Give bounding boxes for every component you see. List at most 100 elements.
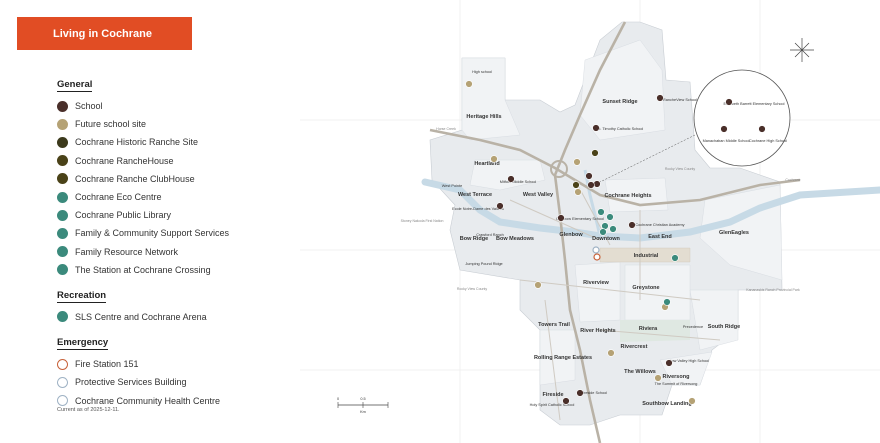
school-icon[interactable] — [592, 124, 600, 132]
ranchehouse-icon — [57, 155, 68, 167]
future-school-icon[interactable] — [465, 80, 473, 88]
fcss-icon — [57, 227, 68, 239]
map-label: South Ridge — [708, 324, 740, 330]
school-icon[interactable] — [557, 214, 565, 222]
eco-centre-icon — [57, 191, 68, 203]
future-school-icon[interactable] — [654, 374, 662, 382]
map-label: Rivercrest — [621, 344, 648, 350]
clubhouse-icon — [57, 173, 68, 185]
map-label: West Terrace — [458, 192, 492, 198]
eco-centre-icon[interactable] — [597, 208, 605, 216]
legend-item-label: The Station at Cochrane Crossing — [75, 264, 211, 275]
legend-item-clubhouse: Cochrane Ranche ClubHouse — [57, 170, 317, 188]
arena-icon[interactable] — [663, 298, 671, 306]
map-label: Heartland — [474, 161, 499, 167]
info-icon[interactable] — [599, 228, 607, 236]
map-label: Rocky View County — [457, 287, 488, 291]
legend-item-label: Family Resource Network — [75, 246, 179, 257]
legend-item-fire-station: Fire Station 151 — [57, 355, 317, 373]
info-icon — [57, 264, 68, 276]
legend-item-family-resource: Family Resource Network — [57, 243, 317, 261]
school-icon[interactable] — [507, 175, 515, 183]
creek — [583, 169, 602, 237]
protective-services-icon[interactable] — [592, 246, 600, 254]
map-label: Riviera — [639, 326, 658, 332]
clubhouse-icon[interactable] — [572, 181, 580, 189]
fire-station-icon[interactable] — [593, 253, 601, 261]
map-label: Cochrane — [785, 178, 800, 182]
school-icon — [57, 100, 68, 112]
north-arrow — [790, 38, 814, 62]
fire-station-icon — [57, 358, 68, 370]
map-label: Riverview — [583, 280, 609, 286]
family-resource-icon — [57, 246, 68, 258]
map-label: Bow Meadows — [496, 236, 534, 242]
map-label: RancheView School — [663, 98, 697, 102]
legend-item-label: Future school site — [75, 119, 147, 130]
future-school-icon[interactable] — [688, 397, 696, 405]
map-label: High school — [472, 70, 492, 74]
school-icon[interactable] — [496, 202, 504, 210]
library-icon[interactable] — [606, 213, 614, 221]
ranchehouse-icon[interactable] — [591, 149, 599, 157]
legend-item-health-centre: Cochrane Community Health Centre — [57, 391, 317, 409]
future-school-icon[interactable] — [574, 188, 582, 196]
school-icon[interactable] — [585, 172, 593, 180]
map-label: Glenbow — [559, 232, 583, 238]
map-label: Cochrane Heights — [604, 193, 651, 199]
map-label: Cochrane Christian Academy — [635, 223, 684, 227]
map-label: Stoney Nakoda First Nation — [401, 219, 444, 223]
legend-heading-recreation: Recreation — [57, 289, 107, 303]
legend-item-protective-services: Protective Services Building — [57, 373, 317, 391]
legend-item-fcss: Family & Community Support Services — [57, 224, 317, 242]
future-school-icon[interactable] — [490, 155, 498, 163]
arena-icon[interactable] — [671, 254, 679, 262]
legend-item-info: The Station at Cochrane Crossing — [57, 261, 317, 279]
legend-heading-general: General — [57, 79, 93, 92]
map-label: Fireside School — [581, 391, 607, 395]
map-label: Greystone — [632, 285, 659, 291]
map-label: Sunset Ridge — [602, 99, 637, 105]
school-icon[interactable] — [576, 389, 584, 397]
school-icon[interactable] — [587, 181, 595, 189]
future-school-icon[interactable] — [534, 281, 542, 289]
downtown-inset-circle — [693, 69, 791, 167]
map-label: Bow Valley High School — [669, 359, 709, 363]
arena-icon — [57, 311, 68, 323]
map-label: Industrial — [634, 253, 659, 259]
school-icon[interactable] — [562, 397, 570, 405]
school-icon[interactable] — [656, 94, 664, 102]
school-icon[interactable] — [665, 359, 673, 367]
map-label: East End — [648, 234, 672, 240]
school-icon[interactable] — [593, 180, 601, 188]
family-resource-icon[interactable] — [609, 225, 617, 233]
map-label: Crawford Ranch — [476, 233, 503, 237]
map-label: Riversong — [663, 374, 690, 380]
legend-item-label: Protective Services Building — [75, 377, 187, 388]
future-school-icon[interactable] — [573, 158, 581, 166]
historic-ranche-icon — [57, 136, 68, 148]
map-label: Bow Ridge — [460, 236, 488, 242]
scale-label-zero: 0 — [337, 397, 339, 401]
map-label: Downtown — [592, 236, 620, 242]
page-title: Living in Cochrane — [17, 17, 192, 50]
legend-item-label: School — [75, 101, 103, 112]
school-icon[interactable] — [725, 98, 733, 106]
future-school-icon[interactable] — [607, 349, 615, 357]
scale-label-mid: 0.5 — [360, 397, 365, 401]
map-label: Fireside — [542, 392, 563, 398]
legend-heading-emergency: Emergency — [57, 337, 109, 351]
map-label: Elizabeth Barrett Elementary School — [724, 102, 785, 106]
map-markers — [465, 80, 766, 405]
health-centre-icon — [57, 395, 68, 407]
map-label: Cochrane High School — [749, 139, 787, 143]
map-label: Kananaskis Ranch Provincial Park — [746, 288, 800, 292]
map-label: Towers Trail — [538, 322, 570, 328]
future-school-icon — [57, 118, 68, 130]
map-label: Glenbow Elementary School — [556, 217, 604, 221]
school-icon[interactable] — [758, 125, 766, 133]
school-icon[interactable] — [628, 221, 636, 229]
school-icon[interactable] — [720, 125, 728, 133]
